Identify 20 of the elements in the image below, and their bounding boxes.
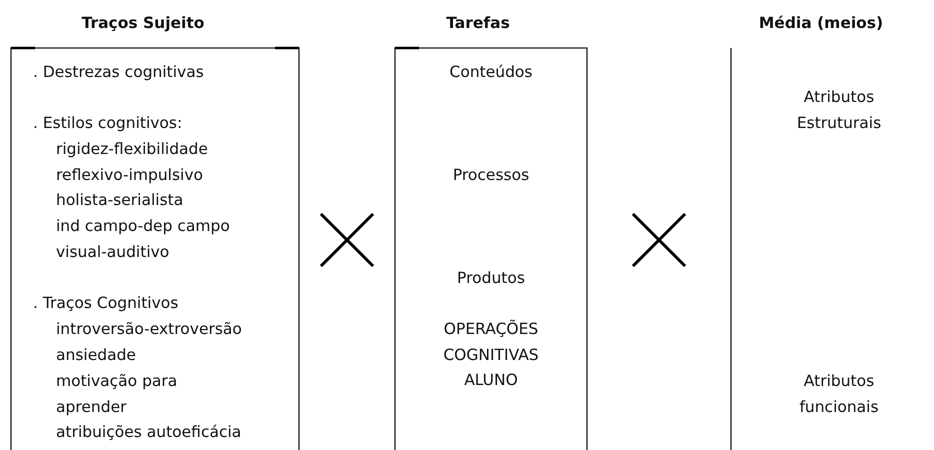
- list-item: holista-serialista: [56, 190, 184, 211]
- list-item: reflexivo-impulsivo: [56, 165, 204, 186]
- list-item: ind campo-dep campo: [56, 216, 231, 237]
- list-item: . Destrezas cognitivas: [33, 62, 205, 83]
- column-heading: Média (meios): [758, 13, 884, 33]
- list-item: Atributos Estruturais: [796, 87, 882, 134]
- list-item: . Traços Cognitivos: [33, 293, 180, 314]
- list-item: Produtos: [456, 268, 526, 289]
- list-item: Conteúdos: [448, 62, 534, 83]
- list-item: OPERAÇÕES COGNITIVAS ALUNO: [442, 318, 540, 392]
- list-item: atribuições autoeficácia: [56, 422, 242, 443]
- list-item: Processos: [452, 165, 530, 186]
- column-heading: Traços Sujeito: [82, 13, 204, 33]
- list-item: Atributos funcionais: [798, 371, 880, 418]
- list-item: . Estilos cognitivos:: [33, 113, 184, 134]
- list-item: rigidez-flexibilidade: [56, 139, 209, 160]
- list-item: introversão-extroversão: [56, 319, 243, 340]
- list-item: ansiedade: [56, 345, 137, 366]
- column-heading: Tarefas: [446, 13, 510, 33]
- list-item: visual-auditivo: [56, 242, 170, 263]
